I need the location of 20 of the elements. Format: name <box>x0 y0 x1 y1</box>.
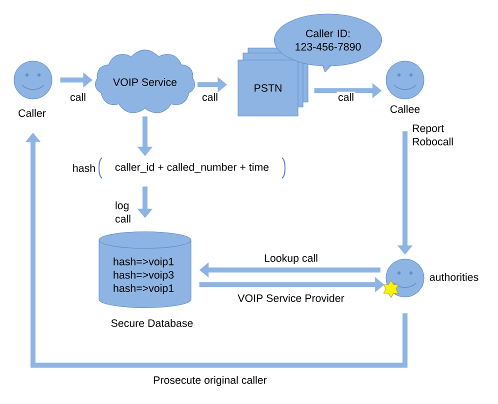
edge-label: Prosecute original caller <box>152 374 268 388</box>
edge-label: VOIP Service Provider <box>236 292 346 304</box>
node-caption: Secure Database <box>111 319 193 327</box>
edge-label: Lookup call <box>262 252 320 266</box>
formula-text: caller_id + called_number + time <box>115 163 269 173</box>
smiley-face <box>386 60 424 100</box>
edge-label: call <box>336 92 356 102</box>
edge-label: call <box>68 92 88 102</box>
database-cylinder: hash=>voip1 hash=>voip3 hash=>voip1 <box>98 231 192 308</box>
cloud: VOIP Service <box>95 50 195 114</box>
node-caption: authorities <box>430 273 478 281</box>
edge-label: Report Robocall <box>410 123 464 147</box>
speech-bubble: Caller ID: 123-456-7890 <box>274 14 382 72</box>
smiley-face <box>14 60 52 100</box>
edge-label: log call <box>114 200 134 224</box>
edge-label: call <box>200 92 220 102</box>
node-caption: Caller <box>18 109 46 117</box>
node-caption: hash <box>73 164 95 172</box>
smiley-face <box>386 258 424 298</box>
node-caption: Callee <box>390 105 420 113</box>
